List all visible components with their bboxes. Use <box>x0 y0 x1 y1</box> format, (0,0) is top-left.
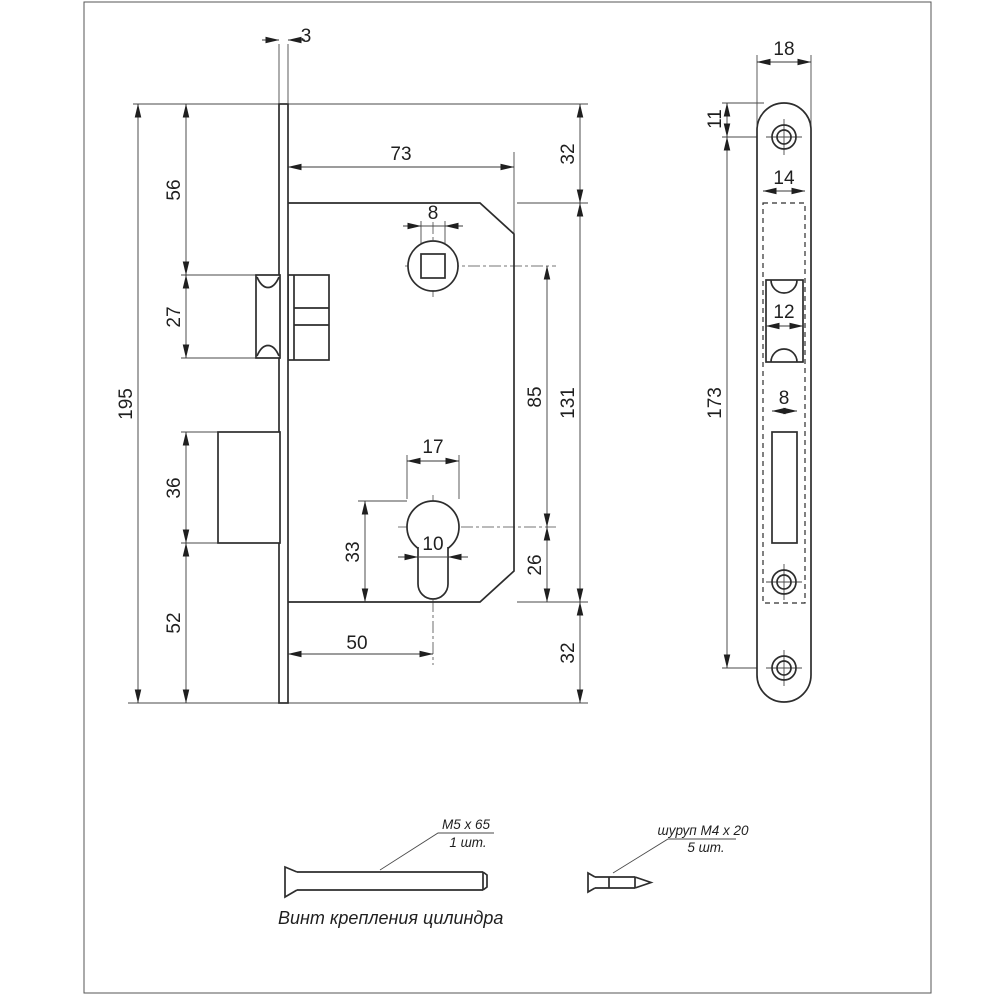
screw-hole-bottom <box>766 650 802 686</box>
dim-case-depth: 73 <box>390 144 411 165</box>
wood-screw-tip <box>634 876 654 889</box>
machine-screw-leader-line <box>379 832 494 871</box>
dim-backset: 50 <box>346 633 367 654</box>
dim-cylinder-center-to-case-bottom: 26 <box>525 554 546 575</box>
dim-plate-width: 18 <box>773 39 794 60</box>
machine-screw-qty: 1 шт. <box>449 835 486 850</box>
lock-case-outline <box>288 202 515 603</box>
dim-top-hole-offset: 11 <box>705 109 726 129</box>
spindle-square-hole <box>420 253 446 279</box>
dim-screw-holes-span: 173 <box>705 387 726 419</box>
faceplate-body <box>756 102 812 703</box>
dim-case-width: 14 <box>773 168 795 189</box>
faceplate-outline <box>756 102 812 703</box>
wood-screw-callout: шуруп M4 x 20 5 шт. <box>612 823 749 874</box>
wood-screw-label: шуруп M4 x 20 <box>658 823 749 838</box>
machine-screw-callout: M5 x 65 1 шт. <box>379 817 494 871</box>
side-view-dimension-lines <box>134 36 584 704</box>
latch-bolt-head <box>255 274 281 359</box>
dim-deadbolt-height: 36 <box>164 477 185 498</box>
dim-deadbolt-cutout-width: 8 <box>779 388 790 409</box>
dim-cylinder-diameter: 17 <box>422 437 443 458</box>
latch-cutout-notch-bottom <box>770 348 798 363</box>
dim-top-to-latch: 56 <box>164 179 185 200</box>
hardware-callouts: M5 x 65 1 шт. шуруп M4 x 20 5 шт. Винт к… <box>278 817 749 928</box>
dim-case-top-offset: 32 <box>558 143 579 164</box>
dim-latch-cutout-width: 12 <box>773 302 794 323</box>
cylinder-profile-slot <box>417 547 449 600</box>
side-view-body <box>217 103 515 704</box>
dim-cylinder-slot-width: 10 <box>422 534 443 555</box>
latch-cutout <box>765 279 804 363</box>
page-border <box>83 1 932 994</box>
dim-case-bottom-offset: 32 <box>558 642 579 663</box>
deadbolt <box>217 431 281 544</box>
dim-spindle-square: 8 <box>428 203 439 224</box>
wood-screw-leader-line <box>612 838 736 874</box>
side-view-extension-lines <box>128 44 588 704</box>
lock-case-hidden-outline <box>762 202 806 604</box>
faceplate-dimension-lines <box>723 58 812 669</box>
machine-screw <box>284 865 488 899</box>
dim-bottom-section: 52 <box>164 612 185 633</box>
latch-cutout-notch-top <box>770 279 798 294</box>
dim-spindle-to-cylinder: 85 <box>525 386 546 407</box>
dim-cylinder-to-case-bottom: 33 <box>343 541 364 562</box>
screw-hole-middle <box>766 564 802 600</box>
dim-plate-thickness: 3 <box>301 26 312 47</box>
wood-screw-head <box>587 871 596 894</box>
deadbolt-cutout <box>771 431 798 544</box>
machine-screw-head <box>284 865 298 899</box>
faceplate-front-view: 18 11 173 14 12 8 <box>705 39 812 703</box>
wood-screw-qty: 5 шт. <box>687 840 724 855</box>
faceplate-dimension-labels: 18 11 173 14 12 8 <box>705 39 795 419</box>
faceplate-strip <box>278 103 289 704</box>
machine-screw-label: M5 x 65 <box>442 817 491 832</box>
page-frame <box>83 1 932 994</box>
dim-total-height: 195 <box>116 388 137 420</box>
latch-bevel-top <box>256 276 280 289</box>
dim-latch-height: 27 <box>164 306 185 327</box>
dim-case-height: 131 <box>558 387 579 419</box>
wood-screw <box>587 871 654 894</box>
drawing-caption: Винт крепления цилиндра <box>278 908 503 928</box>
screw-hole-top <box>766 119 802 155</box>
side-view-dimension-labels: 3 195 56 27 36 52 73 8 32 131 32 85 26 1… <box>116 26 579 664</box>
latch-bevel-bottom <box>256 344 280 357</box>
machine-screw-end <box>482 871 488 891</box>
spindle-hub-circle <box>407 240 459 292</box>
lock-side-view: 3 195 56 27 36 52 73 8 32 131 32 85 26 1… <box>116 26 588 704</box>
